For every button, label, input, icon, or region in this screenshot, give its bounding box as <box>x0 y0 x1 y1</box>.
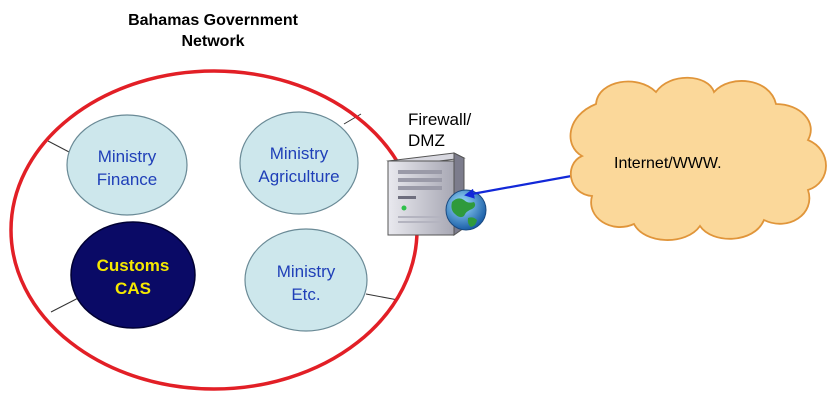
connector-finance <box>47 140 72 154</box>
node-ministry-etc-line1: Ministry <box>277 262 336 281</box>
node-ministry-finance-shape <box>66 114 188 216</box>
node-customs-cas-line1: Customs <box>97 256 170 275</box>
firewall-label-line2: DMZ <box>408 131 445 150</box>
node-customs-cas-shape <box>70 221 196 329</box>
node-ministry-agriculture-shape <box>239 111 359 215</box>
internet-cloud-label: Internet/WWW. <box>614 155 722 172</box>
internet-cloud-shape <box>569 76 827 241</box>
node-ministry-etc-line2: Etc. <box>291 285 320 304</box>
globe-icon <box>445 189 487 231</box>
node-ministry-etc[interactable]: Ministry Etc. <box>244 228 368 332</box>
node-ministry-agriculture[interactable]: Ministry Agriculture <box>239 111 359 215</box>
node-ministry-finance[interactable]: Ministry Finance <box>66 114 188 216</box>
diagram-title-line1: Bahamas Government <box>128 12 299 29</box>
node-ministry-finance-line1: Ministry <box>98 147 157 166</box>
link-arrow-firewall-internet <box>464 169 590 199</box>
firewall-label-line1: Firewall/ <box>408 110 472 129</box>
diagram-title-line2: Network <box>181 33 244 50</box>
server-globe-icon[interactable] <box>386 152 487 236</box>
node-ministry-finance-line2: Finance <box>97 170 157 189</box>
connector-etc <box>365 293 399 301</box>
node-ministry-etc-shape <box>244 228 368 332</box>
ring-connectors <box>47 113 399 313</box>
internet-cloud[interactable]: Internet/WWW. <box>569 76 827 241</box>
node-ministry-agriculture-line1: Ministry <box>270 144 329 163</box>
connector-agriculture <box>343 113 362 125</box>
node-customs-cas[interactable]: Customs CAS <box>70 221 196 329</box>
node-ministry-agriculture-line2: Agriculture <box>258 167 339 186</box>
node-customs-cas-line2: CAS <box>115 279 151 298</box>
government-network-ring <box>9 69 419 391</box>
